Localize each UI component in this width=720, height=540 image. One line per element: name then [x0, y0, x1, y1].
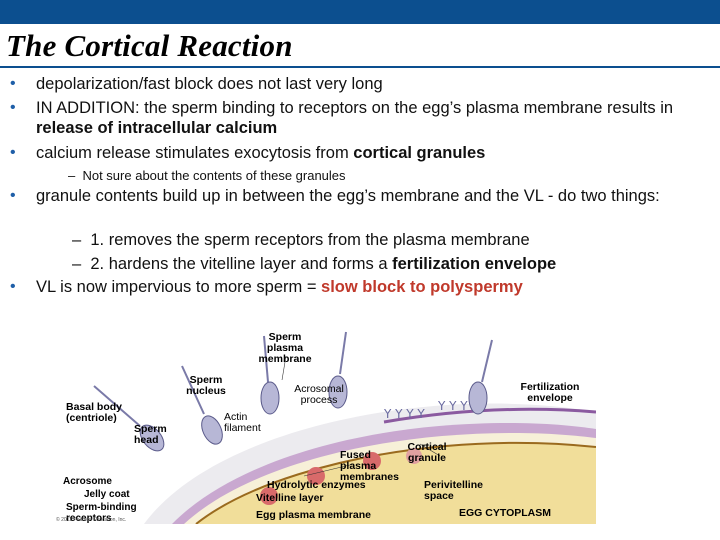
label-perivitelline-space: Perivitelline space: [424, 479, 483, 502]
bullet-dot-icon: •: [10, 99, 16, 116]
bullet-text: calcium release stimulates exocytosis fr…: [36, 143, 708, 163]
bullet-dot-icon: •: [10, 144, 16, 161]
sub-bullet-item: – Not sure about the contents of these g…: [68, 166, 346, 186]
sperm-cell-shape: [93, 385, 165, 452]
title-divider: [0, 66, 720, 68]
bullet-text: depolarization/fast block does not last …: [36, 75, 383, 93]
label-sperm-plasma-membrane: Sperm plasma membrane: [258, 331, 312, 365]
sperm-cell-shape: [260, 335, 280, 415]
receptor-marks-icon: Y Y Y: [437, 399, 468, 413]
label-cortical-granule: Cortical granule: [407, 441, 447, 464]
bullet-dot-icon: •: [10, 75, 16, 92]
sub-bullet-text-bold: fertilization envelope: [392, 255, 557, 273]
label-fused-membranes: Fused plasma membranes: [340, 449, 399, 483]
egg-cytoplasm-region: [196, 442, 596, 524]
leader-line: [303, 463, 355, 477]
label-sperm-binding-receptors: Sperm-binding receptors: [66, 502, 137, 524]
label-fertilization-envelope: Fertilization envelope: [520, 381, 580, 404]
cortical-granule-shape: [406, 448, 422, 464]
sub-bullet-item: – 2. hardens the vitelline layer and for…: [72, 254, 556, 274]
bullet-dot-icon: •: [10, 187, 16, 204]
sperm-cell-shape: [181, 365, 223, 445]
bullet-text-bold: release of intracellular calcium: [36, 119, 278, 137]
sub-bullet-text: 2. hardens the vitelline layer and forms…: [90, 255, 393, 273]
diagram-illustration: Y Y Y Y Y Y Y: [54, 326, 597, 525]
bullet-text: VL is now impervious to more sperm = slo…: [36, 277, 708, 297]
sub-bullet-item: – 1. removes the sperm receptors from th…: [72, 230, 530, 250]
bullet-text: IN ADDITION: the sperm binding to recept…: [36, 98, 708, 138]
bullet-text-part: calcium release stimulates exocytosis fr…: [36, 144, 354, 162]
sperm-cell-shape: [468, 339, 493, 415]
fertilization-envelope-line: [383, 407, 597, 424]
label-sperm-nucleus: Sperm nucleus: [186, 374, 226, 397]
label-egg-cytoplasm: EGG CYTOPLASM: [459, 507, 551, 519]
header-bar: [0, 0, 720, 24]
label-sperm-head: Sperm head: [134, 423, 167, 446]
label-jelly-coat: Jelly coat: [84, 489, 130, 500]
cortical-granule-shape: [363, 452, 381, 470]
bullet-text-part: VL is now impervious to more sperm =: [36, 278, 322, 296]
cortical-granule-shape: [260, 487, 278, 505]
copyright-note: © 2011 Pearson Education, Inc.: [56, 517, 127, 523]
label-egg-plasma-membrane: Egg plasma membrane: [256, 509, 371, 521]
cortical-reaction-diagram: Y Y Y Y Y Y Y Sperm plasma membrane Sper…: [54, 326, 597, 525]
label-vitelline-layer: Vitelline layer: [256, 492, 324, 504]
label-acrosomal-process: Acrosomal process: [294, 383, 344, 406]
bullet-text-bold: cortical granules: [353, 144, 486, 162]
leader-line: [281, 355, 287, 381]
bullet-dot-icon: •: [10, 278, 16, 295]
slide-title: The Cortical Reaction: [6, 28, 293, 63]
sperm-cell-shape: [328, 331, 348, 409]
leader-line: [419, 443, 441, 457]
label-acrosome: Acrosome: [63, 476, 112, 487]
sub-bullet-text: Not sure about the contents of these gra…: [82, 168, 346, 183]
sub-bullet-text: 1. removes the sperm receptors from the …: [90, 231, 530, 249]
label-hydrolytic-enzymes: Hydrolytic enzymes: [267, 479, 366, 491]
dash-icon: –: [72, 231, 91, 249]
dash-icon: –: [72, 255, 91, 273]
label-basal-body: Basal body (centriole): [66, 401, 123, 424]
receptor-marks-icon: Y Y Y Y: [383, 407, 425, 421]
bullet-text-emphasis: slow block to polyspermy: [321, 278, 523, 296]
cortical-granule-shape: [307, 467, 325, 485]
label-actin-filament: Actin filament: [224, 411, 261, 434]
bullet-text: granule contents build up in between the…: [36, 187, 660, 205]
dash-icon: –: [68, 168, 83, 183]
bullet-text-part: IN ADDITION: the sperm binding to recept…: [36, 99, 674, 117]
